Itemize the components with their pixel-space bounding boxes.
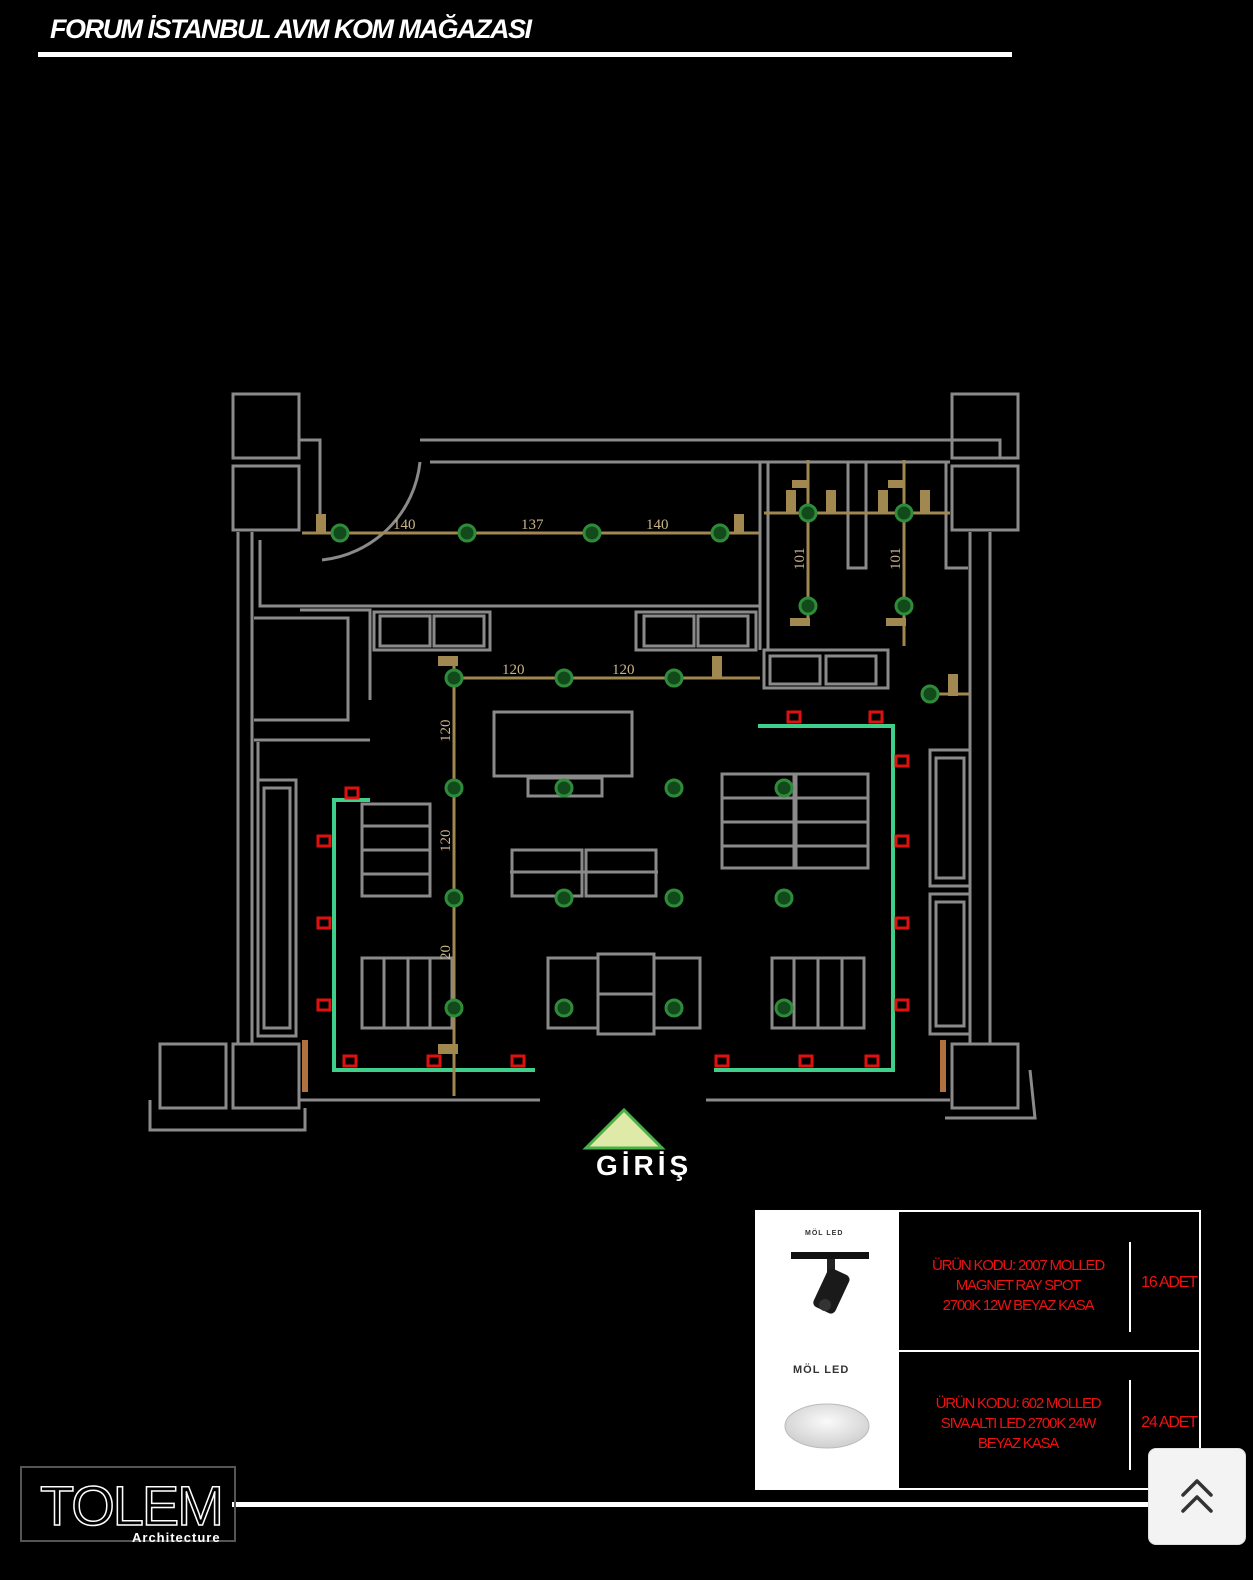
description-line: ÜRÜN KODU: 602 MOLLED xyxy=(935,1395,1102,1412)
legend-divider xyxy=(1129,1380,1131,1470)
dim-label: 101 xyxy=(888,548,904,571)
legend-divider xyxy=(1129,1242,1131,1332)
legend-description: ÜRÜN KODU: 2007 MOLLED MAGNET RAY SPOT 2… xyxy=(907,1256,1129,1316)
description-line: SIVA ALTI LED 2700K 24W xyxy=(940,1415,1097,1432)
dim-label: 140 xyxy=(393,517,416,533)
legend-row: MÖL LED ÜRÜN KODU: 2007 MOLLED MAGNET RA… xyxy=(757,1212,1199,1352)
logo-frame xyxy=(20,1466,236,1542)
track-spot-fixtures xyxy=(316,710,910,1068)
scroll-to-top-button[interactable] xyxy=(1148,1448,1246,1545)
dim-label: 120 xyxy=(612,662,635,678)
dim-label: 137 xyxy=(521,517,544,533)
dim-label: 120 xyxy=(502,662,525,678)
bottom-rule xyxy=(232,1502,1162,1507)
description-line: ÜRÜN KODU: 2007 MOLLED xyxy=(932,1257,1105,1274)
display-profile xyxy=(332,724,895,1072)
dim-label: 120 xyxy=(438,830,454,853)
legend-image: MÖL LED xyxy=(757,1352,899,1488)
entrance-label: GİRİŞ xyxy=(596,1150,693,1181)
track-spot-icon xyxy=(791,1252,869,1314)
legend-row: MÖL LED ÜRÜN KODU: 602 MOLLED SIVA ALTI … xyxy=(757,1352,1199,1488)
title-underline xyxy=(38,52,1012,57)
dim-label: 101 xyxy=(792,548,808,571)
legend-quantity: 24 ADET xyxy=(1141,1414,1198,1431)
dim-label: 20 xyxy=(438,945,454,960)
entrance-arrow-icon xyxy=(582,1107,666,1150)
logo: TOLEM xyxy=(39,1474,224,1537)
light-track xyxy=(302,460,970,1096)
description-line: MAGNET RAY SPOT xyxy=(955,1277,1082,1294)
page-title: FORUM İSTANBUL AVM KOM MAĞAZASI xyxy=(50,14,532,44)
description-line: BEYAZ KASA xyxy=(977,1435,1059,1452)
dim-label: 120 xyxy=(438,720,454,743)
brand-label: MÖL LED xyxy=(805,1230,844,1237)
dimension-labels: 140 137 140 120 120 101 101 120 120 20 xyxy=(393,517,904,960)
walls xyxy=(148,392,1037,1132)
logo-subtitle: Architecture xyxy=(132,1530,221,1545)
description-line: 2700K 12W BEYAZ KASA xyxy=(942,1297,1095,1314)
fixture-legend: MÖL LED ÜRÜN KODU: 2007 MOLLED MAGNET RA… xyxy=(755,1210,1201,1490)
downlight-fixtures xyxy=(330,503,940,1018)
legend-image: MÖL LED xyxy=(757,1212,899,1350)
chevron-double-up-icon xyxy=(1181,1479,1213,1513)
legend-description: ÜRÜN KODU: 602 MOLLED SIVA ALTI LED 2700… xyxy=(907,1394,1129,1454)
track-feeders xyxy=(316,480,958,1054)
brand-label: MÖL LED xyxy=(793,1364,850,1376)
downlight-icon xyxy=(784,1403,870,1449)
legend-quantity: 16 ADET xyxy=(1141,1274,1198,1291)
dim-label: 140 xyxy=(646,517,669,533)
